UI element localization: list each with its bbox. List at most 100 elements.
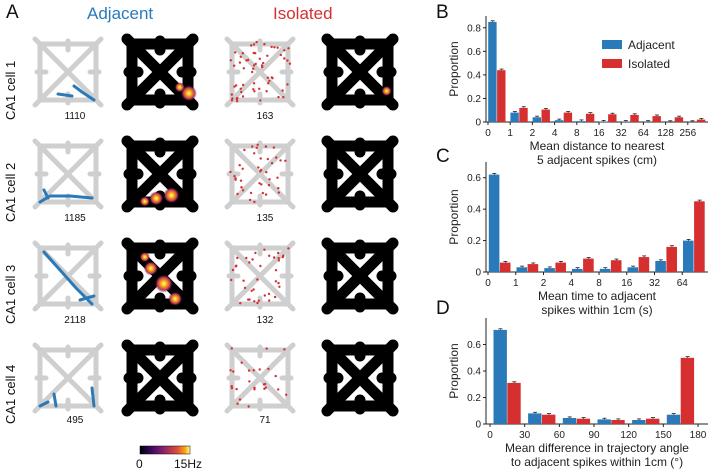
bar-isolated xyxy=(519,107,528,122)
isolated-spike xyxy=(277,95,280,99)
isolated-spike xyxy=(263,43,266,46)
track-path xyxy=(226,344,294,412)
track-path xyxy=(224,342,296,414)
isolated-spike xyxy=(253,152,256,155)
isolated-spike xyxy=(283,57,286,60)
y-tick-label: 0 xyxy=(475,118,481,129)
bar-isolated xyxy=(674,117,684,122)
isolated-rate-map xyxy=(321,237,399,315)
track-path xyxy=(321,135,399,213)
track-path xyxy=(224,138,296,210)
isolated-spike xyxy=(236,402,239,405)
bar-isolated xyxy=(527,264,539,272)
isolated-spike xyxy=(229,369,232,372)
isolated-spike xyxy=(268,79,271,83)
isolated-spike xyxy=(234,51,237,54)
y-tick-label: 0.6 xyxy=(467,173,481,184)
isolated-spike xyxy=(274,269,278,272)
isolated-spike xyxy=(233,64,236,67)
x-tick-label: 8 xyxy=(596,278,602,289)
x-tick-label: 1 xyxy=(507,128,513,139)
x-tick-label: 32 xyxy=(616,128,628,139)
adjacent-trajectory-map xyxy=(32,342,104,414)
adjacent-spikes xyxy=(38,386,96,408)
isolated-spike xyxy=(229,59,232,62)
isolated-spike xyxy=(263,294,266,297)
isolated-spike xyxy=(267,183,271,187)
track-path xyxy=(121,339,199,417)
bar-adjacent xyxy=(599,268,611,272)
isolated-spike xyxy=(262,383,266,386)
isolated-spike xyxy=(276,46,279,49)
isolated-spike xyxy=(288,62,292,65)
x-tick-label: 128 xyxy=(657,128,674,139)
isolated-spike xyxy=(241,167,244,170)
isolated-spike xyxy=(241,52,244,55)
isolated-spike xyxy=(259,264,262,268)
isolated-spike xyxy=(248,298,251,301)
isolated-spike xyxy=(276,176,279,179)
x-tick-label: 60 xyxy=(554,430,566,441)
x-tick-label: 2 xyxy=(530,128,536,139)
isolated-spike xyxy=(268,299,271,302)
y-tick-label: 0.8 xyxy=(467,23,481,34)
x-tick-label: 32 xyxy=(649,278,661,289)
isolated-spike xyxy=(248,380,251,383)
isolated-spike xyxy=(230,385,233,388)
x-tick-label: 150 xyxy=(655,430,672,441)
isolated-spike xyxy=(265,171,268,174)
track-path xyxy=(37,347,99,409)
bar-adjacent xyxy=(572,268,583,272)
isolated-spike xyxy=(235,387,238,391)
isolated-spike xyxy=(263,387,266,390)
x-axis-label: Mean difference in trajectory angle xyxy=(505,441,689,455)
track-path xyxy=(323,35,397,109)
isolated-spike xyxy=(262,61,265,65)
isolated-spike xyxy=(230,93,233,96)
colorbar xyxy=(139,445,191,455)
track-path xyxy=(226,140,294,208)
isolated-rate-map xyxy=(321,33,399,111)
isolated-spike xyxy=(230,386,234,390)
isolated-spike xyxy=(240,90,243,94)
isolated-spike xyxy=(252,43,256,46)
isolated-spike xyxy=(268,254,271,257)
y-tick-label: 0.6 xyxy=(467,340,481,351)
isolated-spike xyxy=(247,369,251,372)
adjacent-spikes xyxy=(56,84,96,102)
isolated-spike xyxy=(259,99,262,102)
isolated-spike xyxy=(260,183,263,186)
x-tick-label: 256 xyxy=(679,128,696,139)
isolated-spike xyxy=(277,251,280,255)
isolated-spike xyxy=(252,88,255,91)
x-tick-label: 120 xyxy=(620,430,637,441)
bar-isolated xyxy=(541,109,550,122)
legend-swatch-isolated xyxy=(602,59,622,68)
bar-adjacent xyxy=(666,414,681,424)
isolated-spike xyxy=(242,279,245,282)
isolated-spike xyxy=(267,82,270,85)
colorbar-min-label: 0 xyxy=(136,457,143,471)
isolated-spike xyxy=(274,280,278,283)
isolated-spike xyxy=(230,347,233,350)
isolated-spike xyxy=(251,70,254,74)
x-tick-label: 180 xyxy=(690,430,707,441)
isolated-spike xyxy=(250,289,253,292)
row-label-cell-4: CA1 cell 4 xyxy=(3,364,18,424)
isolated-spike xyxy=(250,44,253,47)
isolated-spike xyxy=(245,256,248,260)
isolated-spike xyxy=(241,95,245,98)
isolated-spike xyxy=(241,189,245,192)
bar-isolated xyxy=(611,420,625,424)
x-tick-label: 16 xyxy=(621,278,633,289)
bar-isolated xyxy=(638,257,650,272)
isolated-trajectory-map xyxy=(224,36,296,108)
isolated-spike xyxy=(258,57,261,60)
x-axis-label: Mean time to adjacent xyxy=(538,289,657,303)
isolated-spike xyxy=(249,191,253,195)
bar-adjacent xyxy=(562,418,577,424)
rate-hotspot xyxy=(154,274,173,293)
